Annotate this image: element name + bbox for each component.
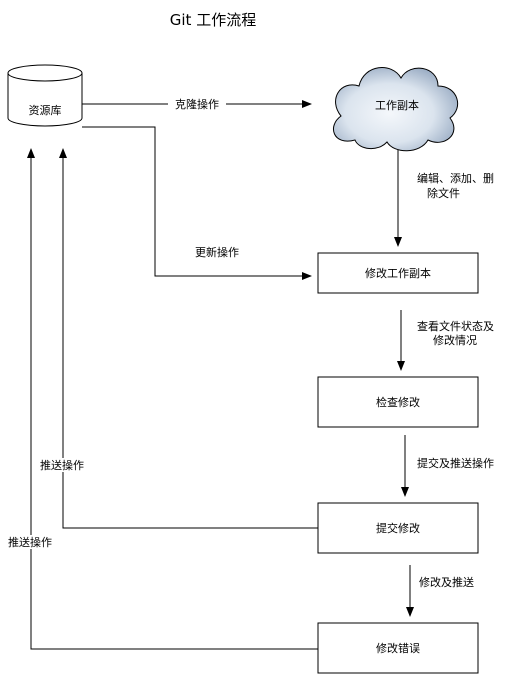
commit-changes-node: 提交修改	[317, 502, 479, 554]
diagram-title: Git 工作流程	[170, 11, 256, 29]
check-changes-label: 检查修改	[376, 395, 420, 409]
edge-view-status-label-line2: 修改情况	[433, 333, 477, 347]
edge-view-status: 查看文件状态及 修改情况	[397, 310, 494, 371]
edge-fix-and-push: 修改及推送	[406, 565, 474, 617]
edge-push-inner: 推送操作	[35, 148, 318, 529]
edge-commit-and-push-label: 提交及推送操作	[417, 456, 494, 470]
edge-clone-label: 克隆操作	[175, 97, 219, 111]
edge-update: 更新操作	[82, 126, 312, 280]
cloud-icon	[332, 67, 459, 152]
edge-view-status-label-line1: 查看文件状态及	[417, 319, 494, 333]
edge-fix-and-push-label: 修改及推送	[419, 575, 474, 589]
commit-changes-label: 提交修改	[376, 521, 420, 535]
modify-working-copy-label: 修改工作副本	[365, 266, 431, 280]
fix-errors-node: 修改错误	[317, 622, 479, 674]
repository-label: 资源库	[29, 103, 62, 117]
edge-push-inner-label: 推送操作	[40, 458, 84, 472]
edge-edit-files-label-line1: 编辑、添加、删	[417, 171, 494, 185]
fix-errors-label: 修改错误	[376, 641, 420, 655]
edge-clone: 克隆操作	[82, 97, 312, 111]
working-copy-cloud-node: 工作副本	[332, 67, 459, 152]
database-cylinder-icon	[7, 73, 83, 127]
edge-push-outer: 推送操作	[3, 148, 318, 650]
edge-update-label: 更新操作	[195, 245, 239, 259]
working-copy-label: 工作副本	[375, 98, 419, 112]
edge-edit-files-label-line2: 除文件	[427, 186, 460, 200]
modify-working-copy-node: 修改工作副本	[317, 252, 479, 294]
edge-edit-files: 编辑、添加、删 除文件	[394, 150, 494, 247]
check-changes-node: 检查修改	[317, 376, 479, 428]
edge-push-outer-label: 推送操作	[8, 535, 52, 549]
edge-commit-and-push: 提交及推送操作	[401, 435, 494, 497]
repository-node: 资源库	[7, 64, 83, 127]
